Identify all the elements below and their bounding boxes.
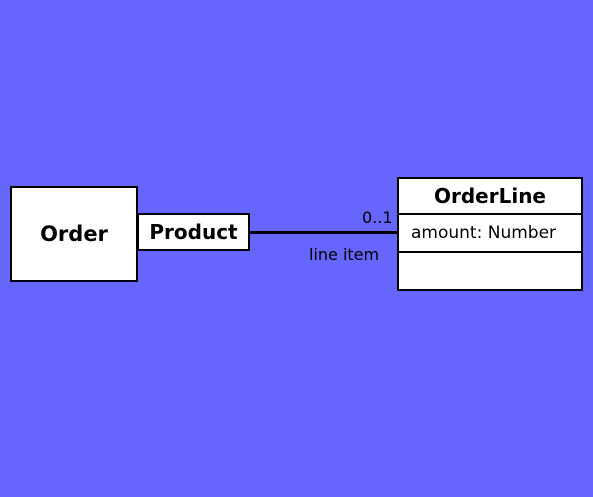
attribute-separator: : — [476, 223, 488, 243]
association-role-name: line item — [309, 245, 380, 264]
association-line — [250, 231, 398, 234]
orderline-operations-compartment — [399, 253, 581, 289]
orderline-class-name: OrderLine — [399, 179, 581, 215]
attribute-type: Number — [487, 223, 557, 243]
attribute-name: amount — [411, 223, 477, 243]
orderline-class-box: OrderLine amount: Number — [397, 177, 583, 291]
qualifier-name: Product — [149, 220, 238, 244]
order-class-name: Order — [40, 222, 108, 246]
order-class-box: Order — [10, 186, 138, 282]
association-multiplicity: 0..1 — [362, 208, 393, 227]
product-qualifier-box: Product — [137, 213, 250, 251]
orderline-attributes-compartment: amount: Number — [399, 215, 581, 253]
